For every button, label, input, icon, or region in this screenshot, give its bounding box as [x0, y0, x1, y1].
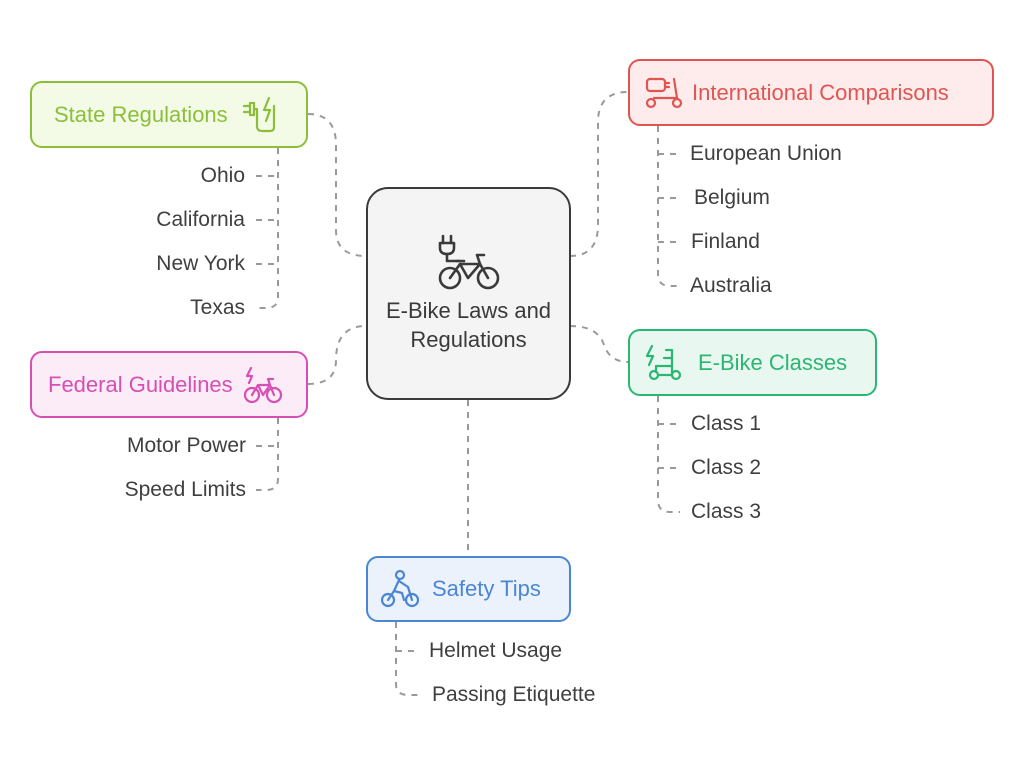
cyclist-icon [380, 569, 420, 608]
branch-label-classes: E-Bike Classes [698, 349, 848, 375]
leaf-california: California [156, 208, 245, 231]
connector-state [307, 113, 367, 257]
leaf-connectors-federal [256, 418, 279, 491]
branch-international-comparisons[interactable]: International Comparisons [628, 59, 994, 126]
leaf-class-2: Class 2 [691, 456, 762, 479]
leaf-european-union: European Union [690, 142, 842, 165]
center-topic[interactable]: E-Bike Laws and Regulations [366, 187, 571, 400]
leaf-class-3: Class 3 [691, 500, 762, 523]
leaf-finland: Finland [691, 230, 760, 253]
leaf-australia: Australia [690, 274, 772, 297]
leaf-passing-etiquette: Passing Etiquette [432, 683, 596, 706]
leaf-connectors-state [256, 148, 279, 309]
leaf-motor-power: Motor Power [126, 434, 246, 457]
electric-bike-icon [438, 234, 499, 289]
leaf-connectors-international [657, 126, 680, 287]
leaf-connectors-safety [395, 622, 418, 696]
leaf-connectors-classes [657, 396, 680, 513]
branch-label-federal: Federal Guidelines [48, 371, 233, 397]
center-title: E-Bike Laws and Regulations [385, 297, 552, 352]
scooter-icon [645, 77, 683, 108]
branch-state-regulations[interactable]: State Regulations [30, 81, 308, 148]
connector-international [569, 91, 629, 257]
leaf-texas: Texas [190, 296, 245, 319]
leaf-belgium: Belgium [694, 186, 770, 209]
branch-label-state: State Regulations [54, 101, 228, 127]
branch-ebike-classes[interactable]: E-Bike Classes [628, 329, 877, 396]
branch-label-safety: Safety Tips [432, 576, 541, 601]
leaf-helmet-usage: Helmet Usage [429, 639, 563, 662]
electric-scooter-icon [645, 344, 682, 380]
branch-federal-guidelines[interactable]: Federal Guidelines [30, 351, 308, 418]
leaf-class-1: Class 1 [691, 412, 762, 435]
leaf-ohio: Ohio [200, 164, 245, 187]
leaf-speed-limits: Speed Limits [124, 478, 246, 501]
branch-label-international: International Comparisons [692, 79, 949, 105]
branch-safety-tips[interactable]: Safety Tips [366, 556, 571, 622]
connector-federal [307, 325, 367, 385]
connector-classes [569, 325, 629, 363]
leaf-new-york: New York [156, 252, 245, 275]
electric-bike-icon [243, 366, 282, 403]
charging-plug-icon [242, 96, 275, 132]
